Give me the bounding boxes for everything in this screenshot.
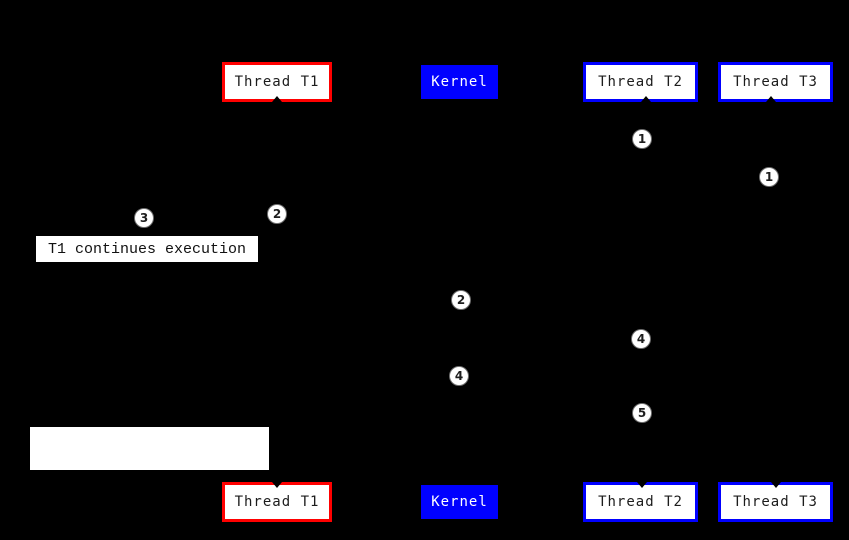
sequence-number-badge: 1 — [632, 129, 652, 149]
sequence-number: 4 — [454, 369, 464, 383]
message-label-t1-continues: T1 continues execution — [36, 236, 258, 262]
lifeline-arrowhead-icon — [272, 482, 282, 488]
lifeline-arrowhead-icon — [637, 482, 647, 488]
participant-label: Thread T3 — [733, 74, 818, 90]
sequence-number: 2 — [456, 293, 466, 307]
sequence-number: 1 — [637, 132, 647, 146]
sequence-number-badge: 3 — [134, 208, 154, 228]
lifeline-arrowhead-icon — [766, 96, 776, 102]
participant-thread-t1-top: Thread T1 — [222, 62, 332, 102]
participant-kernel-top: Kernel — [421, 65, 498, 99]
participant-thread-t3-top: Thread T3 — [718, 62, 833, 102]
sequence-number: 3 — [139, 211, 149, 225]
lifeline-arrowhead-icon — [771, 482, 781, 488]
participant-label: Thread T2 — [598, 494, 683, 510]
participant-thread-t2-bottom: Thread T2 — [583, 482, 698, 522]
lifeline-arrowhead-icon — [641, 96, 651, 102]
sequence-number: 5 — [637, 406, 647, 420]
sequence-number-badge: 4 — [631, 329, 651, 349]
sequence-number: 2 — [272, 207, 282, 221]
lifeline-arrowhead-icon — [272, 96, 282, 102]
participant-kernel-bottom: Kernel — [421, 485, 498, 519]
participant-label: Kernel — [431, 74, 488, 90]
blank-note-box — [30, 427, 269, 470]
sequence-number: 1 — [764, 170, 774, 184]
participant-thread-t3-bottom: Thread T3 — [718, 482, 833, 522]
sequence-number: 4 — [636, 332, 646, 346]
participant-label: Thread T3 — [733, 494, 818, 510]
sequence-number-badge: 2 — [267, 204, 287, 224]
participant-label: Kernel — [431, 494, 488, 510]
sequence-number-badge: 4 — [449, 366, 469, 386]
sequence-number-badge: 5 — [632, 403, 652, 423]
participant-label: Thread T2 — [598, 74, 683, 90]
participant-label: Thread T1 — [234, 494, 320, 510]
participant-label: Thread T1 — [234, 74, 320, 90]
participant-thread-t2-top: Thread T2 — [583, 62, 698, 102]
sequence-number-badge: 2 — [451, 290, 471, 310]
participant-thread-t1-bottom: Thread T1 — [222, 482, 332, 522]
message-label-text: T1 continues execution — [47, 240, 247, 258]
sequence-number-badge: 1 — [759, 167, 779, 187]
